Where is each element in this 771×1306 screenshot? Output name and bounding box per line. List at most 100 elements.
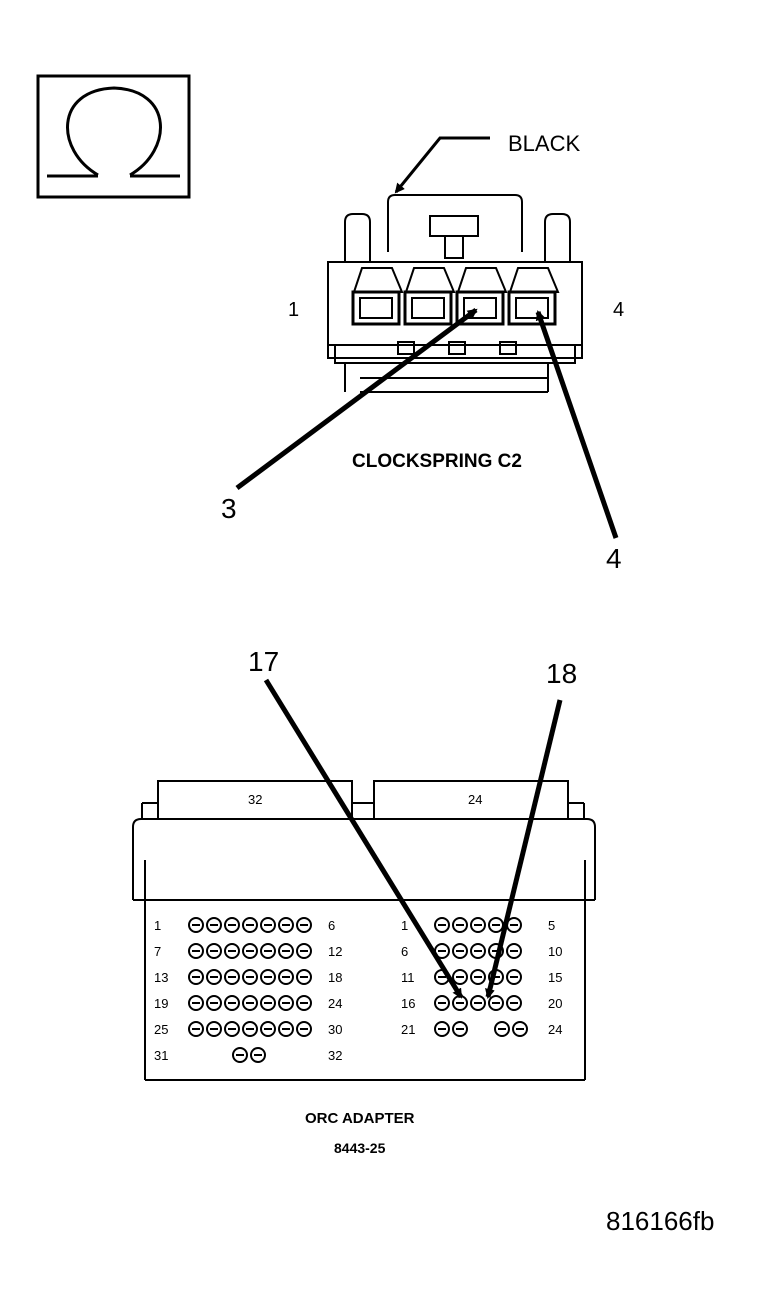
pin-socket — [188, 969, 204, 985]
clockspring-cavity-4 — [507, 267, 560, 326]
pin-socket — [260, 1021, 276, 1037]
black-leader — [394, 136, 490, 194]
pin-socket — [232, 1047, 248, 1063]
pin-socket — [506, 995, 522, 1011]
pin-socket — [242, 917, 258, 933]
callout-18-label: 18 — [546, 658, 577, 689]
pin-row-end-label: 30 — [328, 1022, 342, 1037]
pin-socket — [470, 943, 486, 959]
pin-socket — [188, 1021, 204, 1037]
pin-row-start-label: 7 — [154, 944, 161, 959]
orc-adapter-part-number: 8443-25 — [334, 1140, 386, 1156]
pin-row-end-label: 32 — [328, 1048, 342, 1063]
callout-17-label: 17 — [248, 646, 279, 677]
pin-socket — [188, 943, 204, 959]
pin-socket — [224, 995, 240, 1011]
pin-socket — [224, 1021, 240, 1037]
pin-socket — [470, 917, 486, 933]
right-block-header: 24 — [468, 792, 482, 807]
pin-socket — [224, 917, 240, 933]
pin-row-end-label: 18 — [328, 970, 342, 985]
pin-socket — [452, 995, 468, 1011]
callout-4-arrow — [535, 310, 619, 539]
pin-socket — [296, 995, 312, 1011]
pin-socket — [278, 917, 294, 933]
pin-socket — [296, 943, 312, 959]
pin-socket — [488, 917, 504, 933]
pin-socket — [434, 995, 450, 1011]
pin-row-end-label: 6 — [328, 918, 335, 933]
pin-socket — [452, 1021, 468, 1037]
orc-adapter — [132, 780, 596, 1081]
pin-row-start-label: 1 — [401, 918, 408, 933]
figure-id: 816166fb — [606, 1206, 714, 1236]
pin-row-end-label: 24 — [328, 996, 342, 1011]
pin-socket — [296, 917, 312, 933]
pin-socket — [206, 969, 222, 985]
callout-3-label: 3 — [221, 493, 237, 524]
pin-row-end-label: 12 — [328, 944, 342, 959]
pin-socket — [494, 1021, 510, 1037]
pin-socket — [242, 969, 258, 985]
pin-socket — [260, 943, 276, 959]
pin-last-label: 4 — [613, 299, 624, 321]
pin-socket — [224, 969, 240, 985]
pin-row-start-label: 1 — [154, 918, 161, 933]
pin-socket — [452, 969, 468, 985]
pin-row-start-label: 11 — [401, 970, 415, 985]
pin-row-start-label: 31 — [154, 1048, 168, 1063]
pin-socket — [188, 995, 204, 1011]
clockspring-connector — [327, 194, 583, 393]
pin-socket — [224, 943, 240, 959]
pin-row-start-label: 21 — [401, 1022, 415, 1037]
ohm-icon — [47, 86, 180, 178]
clockspring-cavity-2 — [403, 267, 456, 326]
left-block-header: 32 — [248, 792, 262, 807]
ohm-symbol-box — [36, 74, 191, 199]
pin-socket — [470, 969, 486, 985]
orc-adapter-title: ORC ADAPTER — [305, 1110, 415, 1127]
pin-socket — [242, 1021, 258, 1037]
pin-socket — [452, 917, 468, 933]
pin-socket — [512, 1021, 528, 1037]
pin-row-start-label: 16 — [401, 996, 415, 1011]
pin-row-end-label: 5 — [548, 918, 555, 933]
pin-socket — [206, 995, 222, 1011]
callout-4-label: 4 — [606, 543, 622, 574]
pin-socket — [278, 995, 294, 1011]
pin-first-label: 1 — [288, 299, 299, 321]
pin-socket — [506, 943, 522, 959]
pin-socket — [260, 969, 276, 985]
callout-18-arrow — [485, 699, 563, 999]
pin-socket — [206, 917, 222, 933]
pin-socket — [278, 969, 294, 985]
callout-17-arrow — [263, 678, 464, 999]
pin-socket — [206, 943, 222, 959]
pin-row-end-label: 10 — [548, 944, 562, 959]
pin-socket — [452, 943, 468, 959]
pin-socket — [278, 1021, 294, 1037]
pin-socket — [506, 969, 522, 985]
pin-socket — [278, 943, 294, 959]
pin-socket — [488, 995, 504, 1011]
clockspring-title: CLOCKSPRING C2 — [352, 451, 522, 472]
connector-color-label: BLACK — [508, 131, 580, 156]
pin-socket — [434, 917, 450, 933]
pin-row-start-label: 6 — [401, 944, 408, 959]
pin-socket — [250, 1047, 266, 1063]
clockspring-cavity-3 — [455, 267, 508, 326]
clockspring-cavity-1 — [351, 267, 404, 326]
pin-socket — [188, 917, 204, 933]
callout-3-arrow — [235, 307, 478, 491]
pin-socket — [260, 995, 276, 1011]
pin-socket — [296, 969, 312, 985]
pin-socket — [434, 1021, 450, 1037]
pin-row-end-label: 15 — [548, 970, 562, 985]
pin-socket — [296, 1021, 312, 1037]
pin-row-end-label: 20 — [548, 996, 562, 1011]
pin-row-start-label: 25 — [154, 1022, 168, 1037]
pin-row-start-label: 19 — [154, 996, 168, 1011]
